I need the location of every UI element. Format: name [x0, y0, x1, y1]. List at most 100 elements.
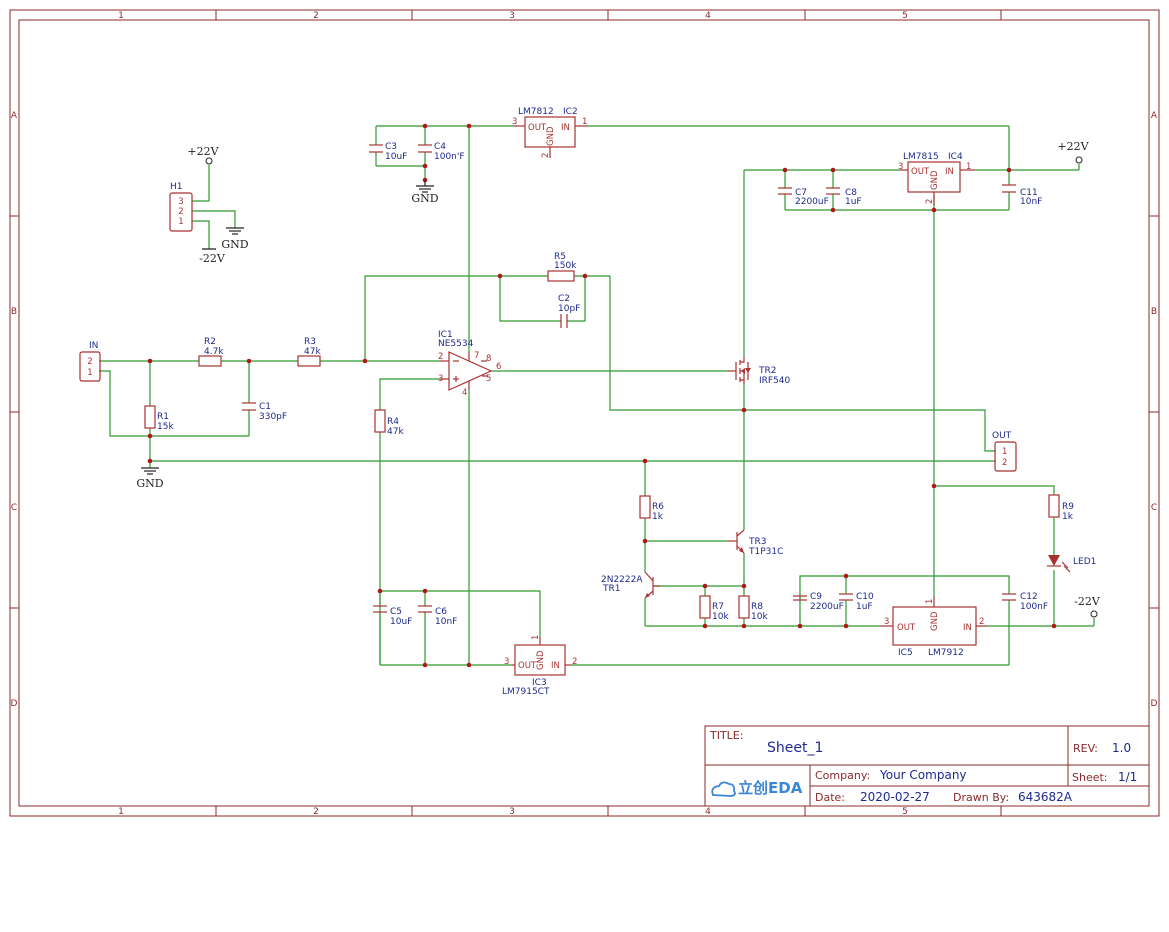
svg-text:2: 2 [438, 352, 443, 362]
svg-text:10nF: 10nF [1020, 197, 1042, 207]
svg-text:3: 3 [898, 162, 903, 172]
svg-text:H1: H1 [170, 182, 183, 192]
svg-text:4: 4 [462, 388, 467, 398]
svg-text:10uF: 10uF [385, 152, 407, 162]
resistor-r8: R8 10k [738, 595, 768, 622]
title-label: TITLE: [709, 729, 743, 742]
svg-text:R7: R7 [712, 602, 724, 612]
svg-text:GND: GND [136, 477, 163, 490]
zone-row-b-left: B [11, 307, 17, 317]
svg-text:LM7915CT: LM7915CT [502, 687, 550, 697]
svg-text:2: 2 [541, 153, 551, 158]
svg-text:3: 3 [178, 197, 183, 207]
svg-text:1uF: 1uF [856, 602, 873, 612]
zone-col-3-top: 3 [509, 11, 515, 21]
svg-text:1k: 1k [652, 512, 664, 522]
sheet-title: Sheet_1 [767, 740, 823, 756]
svg-text:C12: C12 [1020, 592, 1038, 602]
svg-text:R6: R6 [652, 502, 664, 512]
svg-text:LED1: LED1 [1073, 557, 1096, 567]
svg-text:R3: R3 [304, 337, 316, 347]
svg-text:TR3: TR3 [748, 537, 766, 547]
zone-col-4-top: 4 [705, 11, 711, 21]
svg-text:C3: C3 [385, 142, 397, 152]
capacitor-c10: C10 1uF [839, 592, 874, 612]
svg-text:IC2: IC2 [563, 107, 578, 117]
svg-text:C5: C5 [390, 607, 402, 617]
svg-text:150k: 150k [554, 261, 577, 271]
svg-text:C8: C8 [845, 188, 857, 198]
power-flag-h1-p22: +22V [187, 145, 220, 165]
svg-text:+22V: +22V [1057, 140, 1089, 153]
svg-text:TR2: TR2 [758, 366, 776, 376]
frame-ticks [10, 10, 1159, 816]
capacitor-c6: C6 10nF [418, 605, 457, 627]
zone-row-a-left: A [11, 111, 18, 121]
svg-text:-22V: -22V [1074, 595, 1101, 608]
zone-row-d-right: D [1151, 699, 1158, 709]
zone-col-2-bottom: 2 [313, 807, 319, 817]
svg-text:1: 1 [1002, 447, 1007, 457]
resistor-r6: R6 1k [639, 495, 664, 522]
zone-col-1-top: 1 [118, 11, 124, 21]
drawn-by-label: Drawn By: [953, 791, 1009, 804]
resistor-r4: R4 47k [374, 409, 404, 437]
svg-text:2: 2 [925, 199, 935, 204]
svg-text:2: 2 [572, 657, 577, 667]
drawn-by-value: 643682A [1018, 790, 1073, 804]
capacitor-c8: C8 1uF [826, 187, 862, 207]
zone-row-a-right: A [1151, 111, 1158, 121]
svg-text:TR1: TR1 [602, 584, 620, 594]
svg-text:R5: R5 [554, 252, 566, 262]
svg-text:1uF: 1uF [845, 197, 862, 207]
connector-out: 1 2 OUT [992, 431, 1017, 472]
svg-text:R8: R8 [751, 602, 763, 612]
svg-text:8: 8 [486, 354, 491, 364]
connector-h1: 3 2 1 H1 [169, 182, 193, 232]
svg-text:C7: C7 [795, 188, 807, 198]
svg-text:OUT: OUT [528, 123, 547, 133]
svg-text:2N2222A: 2N2222A [601, 575, 643, 585]
zone-row-b-right: B [1151, 307, 1157, 317]
svg-text:100n'F: 100n'F [434, 152, 465, 162]
svg-text:IN: IN [89, 341, 98, 351]
svg-text:C4: C4 [434, 142, 446, 152]
svg-text:GND: GND [930, 170, 940, 190]
opamp-ic1: IC1 NE5534 2 3 6 7 8 5 4 [438, 330, 501, 398]
svg-text:3: 3 [438, 374, 443, 384]
capacitor-c1: C1 330pF [242, 402, 287, 422]
sheet-value: 1/1 [1118, 770, 1137, 784]
svg-text:C1: C1 [259, 402, 271, 412]
gnd-symbol-h1: GND [221, 227, 249, 251]
bjt-tr1: 2N2222A TR1 [601, 571, 660, 599]
svg-text:1: 1 [925, 599, 935, 604]
svg-text:LM7912: LM7912 [928, 648, 964, 658]
resistor-r7: R7 10k [699, 595, 729, 622]
svg-text:2200uF: 2200uF [810, 602, 844, 612]
resistor-r1: R1 15k [144, 405, 174, 432]
svg-text:C10: C10 [856, 592, 874, 602]
svg-text:6: 6 [496, 362, 501, 372]
svg-text:IN: IN [561, 123, 570, 133]
rev-value: 1.0 [1112, 741, 1131, 755]
svg-text:IN: IN [963, 623, 972, 633]
svg-text:IN: IN [945, 167, 954, 177]
regulator-ic2: OUT IN GND 3 1 2 IC2 LM7812 [512, 107, 588, 158]
svg-text:1: 1 [531, 635, 541, 640]
power-flag-p22-right: +22V [1057, 140, 1090, 164]
zone-row-c-right: C [1151, 503, 1157, 513]
svg-text:1: 1 [178, 217, 183, 227]
svg-text:IC3: IC3 [532, 678, 547, 688]
svg-text:LM7815: LM7815 [903, 152, 939, 162]
svg-text:R9: R9 [1062, 502, 1074, 512]
svg-text:2: 2 [1002, 458, 1007, 468]
svg-text:LM7812: LM7812 [518, 107, 554, 117]
svg-text:5: 5 [486, 374, 491, 384]
sheet-label: Sheet: [1072, 771, 1108, 784]
bjt-tr3: TR3 T1P31C [728, 529, 783, 557]
title-block: TITLE: Sheet_1 REV: 1.0 Company: Your Co… [704, 725, 1150, 807]
svg-text:3: 3 [504, 657, 509, 667]
svg-text:47k: 47k [304, 347, 321, 357]
svg-text:1: 1 [87, 368, 92, 378]
